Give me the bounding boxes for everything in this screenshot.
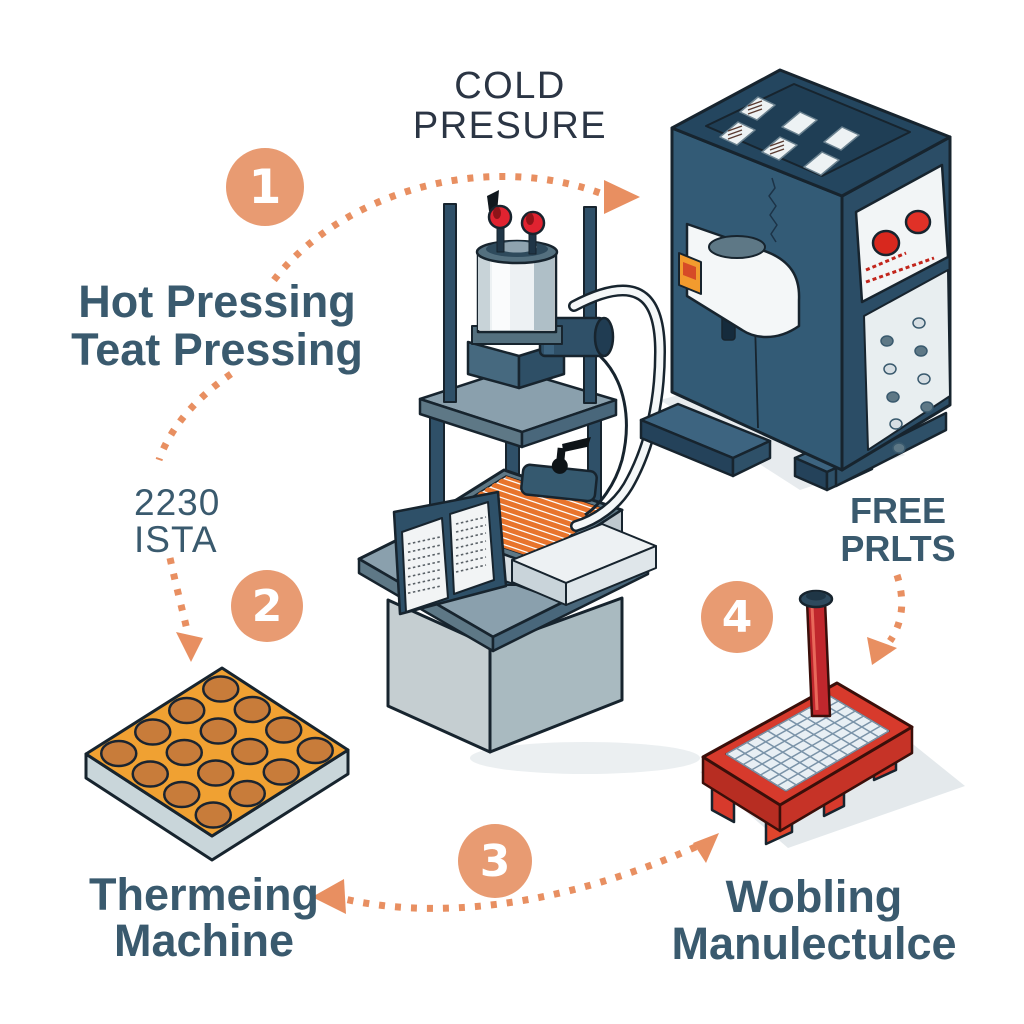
parts-cart-illustration — [701, 589, 914, 846]
hot-pressing-line1: Hot Pressing — [78, 276, 356, 327]
step-4-badge: 4 — [701, 581, 773, 653]
cold-presure-line2: PRESURE — [412, 105, 608, 148]
flow-arrows — [155, 173, 906, 914]
free-prlts-label: FREE PRLTS — [840, 492, 955, 568]
free-prlts-line2: PRLTS — [840, 527, 956, 569]
step-1-badge: 1 — [226, 148, 304, 226]
cold-press-cabinet-illustration — [639, 68, 952, 492]
top-panel-tiles — [719, 96, 860, 176]
step-3-badge: 3 — [458, 824, 532, 898]
arrow-label-to-ista — [155, 371, 233, 462]
free-prlts-line1: FREE — [849, 490, 946, 531]
step-4-number: 4 — [721, 591, 753, 643]
red-buttons-panel — [854, 163, 950, 304]
knob-dots — [880, 317, 934, 454]
step-2-number: 2 — [251, 580, 283, 632]
ista-label: 2230 ISTA — [134, 484, 220, 558]
cart-handle-pole — [798, 589, 834, 718]
hot-press-machine-illustration — [357, 190, 666, 754]
step-3-number: 3 — [479, 835, 511, 887]
thermeing-line2: Machine — [113, 914, 295, 966]
arrow-free-to-cart — [887, 573, 906, 643]
wobling-line1: Wobling — [725, 871, 903, 922]
thermeing-machine-label: Thermeing Machine — [89, 872, 319, 964]
mold-cavity-holes — [100, 675, 334, 829]
cold-presure-line1: COLD — [454, 65, 566, 107]
heater-controller — [520, 436, 598, 503]
readout-text-marks — [407, 516, 487, 594]
arrow-step1-to-cold-press — [271, 173, 602, 283]
ista-line1: 2230 — [134, 482, 221, 523]
arrow-ista-to-plate — [166, 557, 191, 631]
hot-pressing-label: Hot Pressing Teat Pressing — [71, 278, 363, 373]
hot-pressing-line2: Teat Pressing — [71, 323, 363, 375]
wobling-line2: Manulectulce — [671, 917, 957, 969]
warning-sticker-icon — [678, 252, 702, 295]
step-2-badge: 2 — [231, 570, 303, 642]
thermeing-line1: Thermeing — [88, 869, 320, 920]
step-1-number: 1 — [248, 159, 282, 215]
red-valve-knobs-icon — [487, 190, 546, 255]
cold-presure-label: COLD PRESURE — [413, 66, 607, 147]
wobling-manulectulce-label: Wobling Manulectulce — [671, 871, 957, 969]
heated-mold-plate-illustration — [84, 666, 350, 862]
ista-line2: ISTA — [134, 519, 218, 560]
